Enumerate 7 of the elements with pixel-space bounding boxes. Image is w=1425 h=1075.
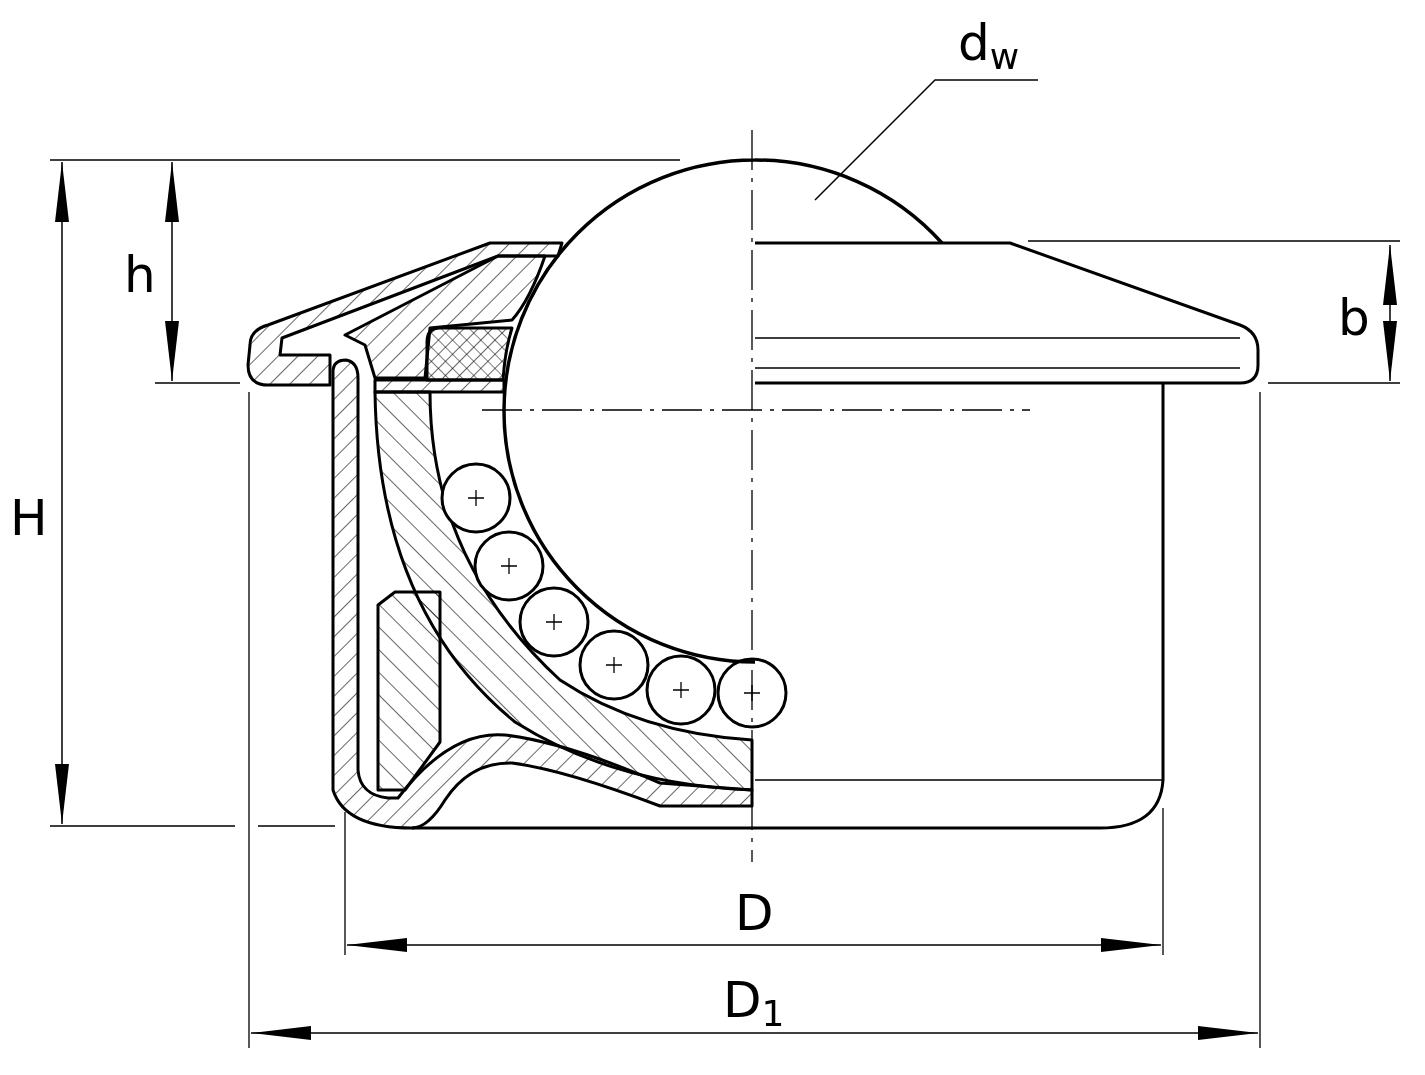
leader-line — [814, 79, 1039, 201]
dimension-label: h — [124, 250, 156, 300]
dimension-label: d$_{w}$ — [958, 18, 1021, 75]
dimension-label: b — [1338, 293, 1370, 343]
dimension-label: D$_{1}$ — [723, 975, 785, 1032]
dimension-label: H — [10, 493, 48, 543]
dimension-label: D — [735, 888, 774, 938]
